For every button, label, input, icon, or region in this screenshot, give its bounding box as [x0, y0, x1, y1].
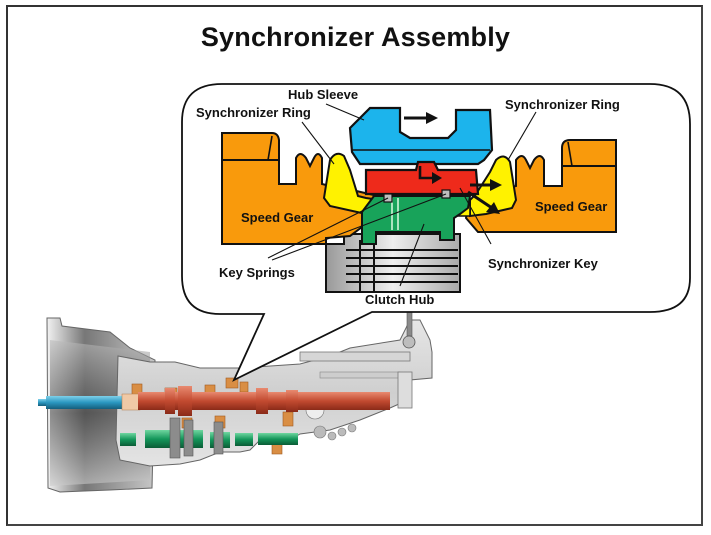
label-synchronizer-ring-left: Synchronizer Ring: [196, 105, 311, 120]
label-synchronizer-key: Synchronizer Key: [488, 256, 599, 271]
splined-shaft: [325, 233, 461, 293]
transmission-cutaway: [38, 307, 433, 493]
key-arrow-icon: [418, 166, 502, 214]
label-speed-gear-right: Speed Gear: [535, 199, 607, 214]
clutch-hub: [361, 195, 472, 245]
label-synchronizer-ring-right: Synchronizer Ring: [505, 97, 620, 112]
label-clutch-hub: Clutch Hub: [365, 292, 434, 307]
input-shaft: [38, 399, 46, 406]
shift-arrow-icon: [404, 112, 438, 124]
label-key-springs: Key Springs: [219, 265, 295, 280]
counter-gears: [169, 417, 224, 459]
leader-lines: [267, 103, 537, 287]
synchronizer-detail: [221, 106, 617, 293]
slide-title: Synchronizer Assembly: [200, 22, 511, 52]
label-hub-sleeve: Hub Sleeve: [288, 87, 358, 102]
counter-shaft: [120, 433, 136, 446]
label-speed-gear-left: Speed Gear: [241, 210, 313, 225]
